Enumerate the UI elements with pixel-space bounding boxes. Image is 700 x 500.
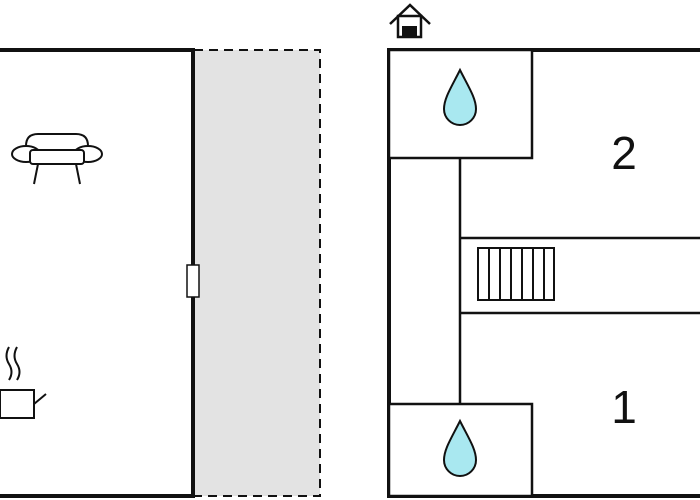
living-room-walls [0,48,195,498]
right-floor: 2 1 [387,48,700,498]
sofa-icon [11,133,103,185]
left-floor [0,48,321,498]
terrace-area [193,49,321,497]
water-drop-icon [442,418,478,477]
cooking-pot-icon [0,346,47,419]
staircase-icon [477,247,555,301]
terrace-door [186,264,200,298]
bedroom-2-label: 2 [611,127,637,179]
water-drop-icon [442,67,478,126]
house-icon [389,3,431,39]
bedroom-1-label: 1 [611,381,637,433]
